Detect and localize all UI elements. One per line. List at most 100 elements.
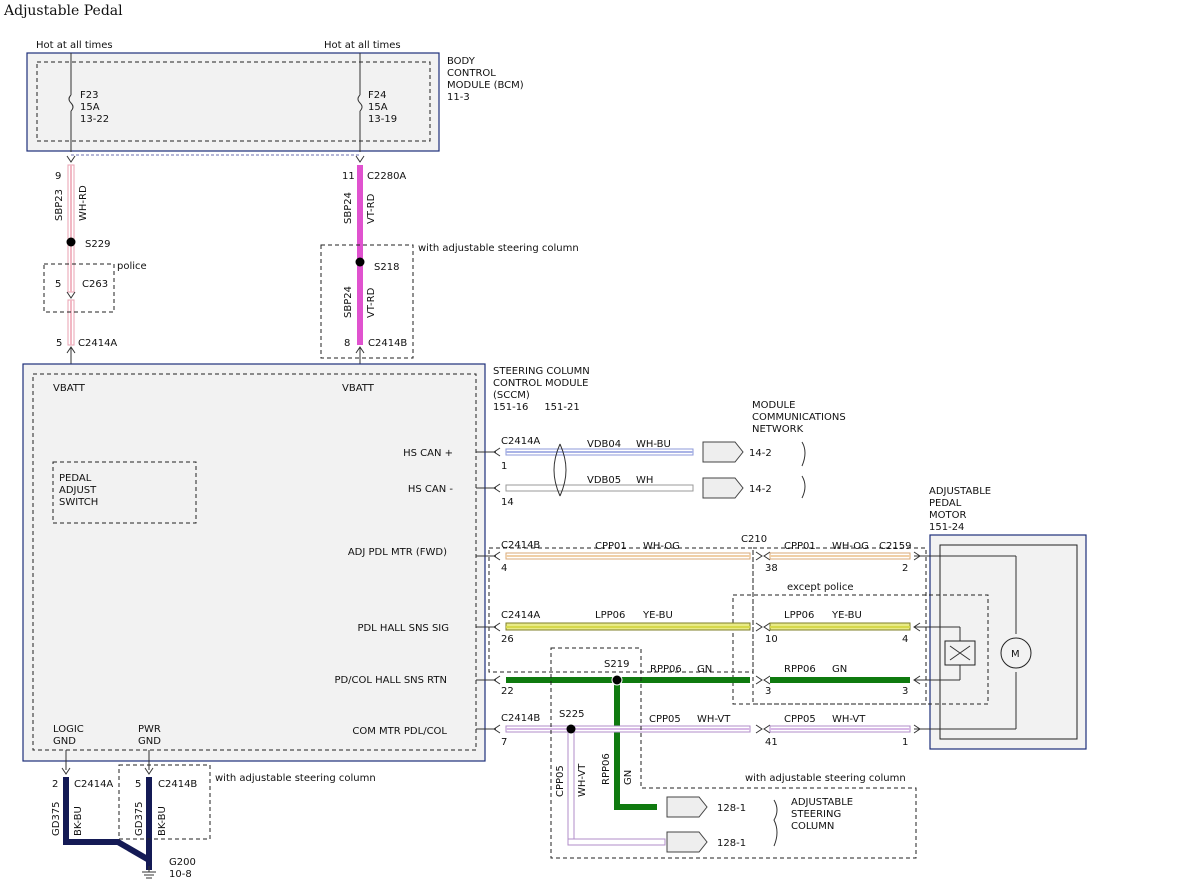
pin-label: 1: [902, 737, 908, 748]
connector-label: C2414B: [368, 338, 407, 349]
switch-label-line: PEDAL: [59, 473, 92, 484]
pin-label: 3: [902, 686, 908, 697]
connector-label: C2414B: [501, 713, 540, 724]
vbatt-label: VBATT: [342, 383, 375, 394]
circuit-label: VDB05: [587, 475, 621, 486]
twisted-pair-symbol: [553, 443, 567, 497]
pin-label: 9: [55, 171, 61, 182]
motor-ref: 151-24: [929, 522, 964, 533]
circuit-label: RPP06: [650, 664, 682, 675]
connector-label: C2414A: [501, 610, 540, 621]
switch-label-line: ADJUST: [59, 485, 97, 496]
option-note: with adjustable steering column: [745, 773, 906, 784]
column-name-line: ADJUSTABLE: [791, 797, 853, 808]
wire-color-label: WH-BU: [636, 439, 671, 450]
sccm-name-line: STEERING COLUMN: [493, 366, 590, 377]
fuse-f23-id: F23: [80, 90, 98, 101]
wire-rpp06: [476, 674, 921, 810]
wire-cpp05: [476, 724, 921, 846]
adjustable-column-option-box: [118, 764, 211, 840]
wire-color-label: WH-VT: [697, 714, 731, 725]
option-note: with adjustable steering column: [215, 773, 376, 784]
pin-label-hs-can-minus: HS CAN -: [408, 484, 454, 495]
wire-color-label: YE-BU: [831, 610, 862, 621]
circuit-label: LPP06: [595, 610, 625, 621]
circuit-label: RPP06: [601, 753, 612, 785]
fuse-f24: F24 15A 13-19: [357, 53, 397, 152]
sccm-internal-outline: [32, 373, 477, 751]
motor-symbol: M: [1011, 649, 1020, 660]
column-name-line: COLUMN: [791, 821, 834, 832]
bcm-name-line: BODY: [447, 56, 476, 67]
sccm-name-line: (SCCM): [493, 390, 530, 401]
splice-label: S225: [559, 709, 584, 720]
pin-label-com-mtr: COM MTR PDL/COL: [352, 726, 447, 737]
pin-label: 5: [56, 338, 62, 349]
connector-label: C2414A: [78, 338, 117, 349]
brace-icon: [773, 799, 778, 847]
pin-label: 5: [55, 279, 61, 290]
connector-label: C2280A: [367, 171, 406, 182]
bcm-name-line: MODULE (BCM): [447, 80, 524, 91]
bcm-internal-outline: [36, 61, 431, 142]
ground-label: G200: [169, 857, 196, 868]
pin-label: 11: [342, 171, 355, 182]
circuit-label: GD375: [51, 801, 62, 836]
wire-color-label: WH-OG: [643, 541, 680, 552]
fuse-f23: F23 15A 13-22: [68, 53, 109, 152]
adjustable-column-option-box: [550, 647, 917, 859]
ground-ref: 10-8: [169, 869, 192, 880]
pin-label: 4: [902, 634, 908, 645]
wire-color-label: GN: [832, 664, 847, 675]
pin-label: 2: [52, 779, 58, 790]
connector-label: C2414B: [158, 779, 197, 790]
pin-label: 4: [501, 563, 507, 574]
wire-color-label: GN: [697, 664, 712, 675]
pin-label: 10: [765, 634, 778, 645]
wire-lpp06: [476, 622, 921, 632]
pin-label-adj-pdl-mtr: ADJ PDL MTR (FWD): [348, 547, 447, 558]
vbatt-label: VBATT: [53, 383, 86, 394]
sccm-box: [22, 363, 486, 762]
circuit-label: SBP24: [343, 286, 354, 318]
pin-label: 3: [765, 686, 771, 697]
ref-label: 128-1: [717, 803, 746, 814]
ref-label: 14-2: [749, 448, 772, 459]
wire-color-label: WH-VT: [832, 714, 866, 725]
sccm-name-line: CONTROL MODULE: [493, 378, 588, 389]
wire-color-label: WH-OG: [832, 541, 869, 552]
circuit-label: GD375: [134, 801, 145, 836]
splice-label: S218: [374, 262, 399, 273]
police-note: police: [117, 261, 147, 272]
pin-label: 1: [501, 461, 507, 472]
fuse-f24-amps: 15A: [368, 102, 388, 113]
pin-label-pdl-hall-sns-sig: PDL HALL SNS SIG: [357, 623, 449, 634]
circuit-label: CPP01: [784, 541, 816, 552]
circuit-label: VDB04: [587, 439, 621, 450]
fuse-f24-ref: 13-19: [368, 114, 397, 125]
pin-label: 26: [501, 634, 514, 645]
logic-gnd-label: GND: [53, 736, 76, 747]
network-name-line: NETWORK: [752, 424, 804, 435]
circuit-label: CPP01: [595, 541, 627, 552]
power-label-f24: Hot at all times: [324, 40, 401, 51]
connector-arrow-128-1: [666, 831, 708, 853]
fuse-f23-ref: 13-22: [80, 114, 109, 125]
pin-label: 38: [765, 563, 778, 574]
police-option-box: [43, 263, 115, 313]
network-name-line: MODULE: [752, 400, 795, 411]
pin-label-pd-col-hall-sns-rtn: PD/COL HALL SNS RTN: [334, 675, 447, 686]
bcm-box: [26, 52, 440, 152]
pin-label: 41: [765, 737, 778, 748]
splice-s229-dot: [66, 237, 76, 247]
connector-arrow-14-2: [702, 477, 744, 499]
wire-color-label: BK-BU: [157, 806, 168, 836]
ground-wires: [61, 750, 156, 879]
circuit-label: CPP05: [649, 714, 681, 725]
brace-icon: [801, 475, 806, 499]
circuit-label: RPP06: [784, 664, 816, 675]
column-name-line: STEERING: [791, 809, 841, 820]
network-wires: [476, 441, 806, 499]
connector-label: C210: [741, 534, 767, 545]
connector-label: C2414A: [74, 779, 113, 790]
